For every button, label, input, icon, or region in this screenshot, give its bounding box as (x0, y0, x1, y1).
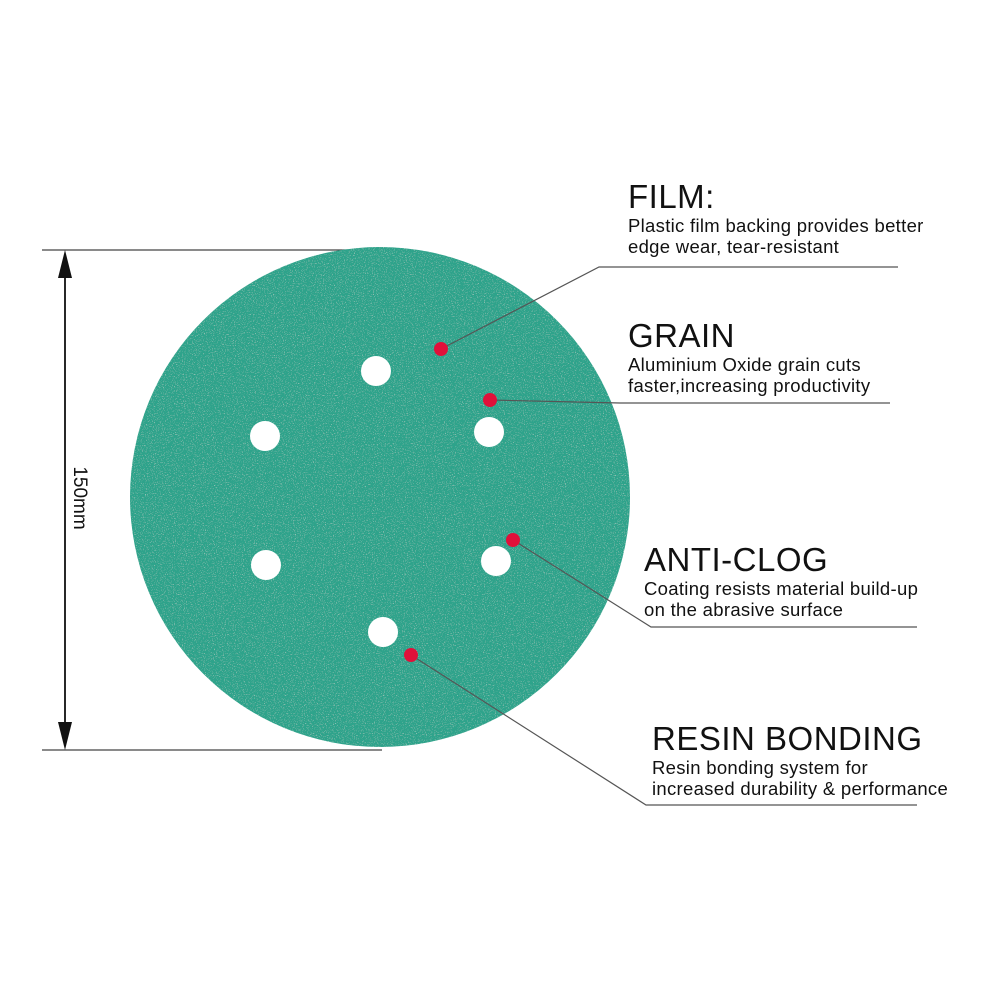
disc-hole (368, 617, 398, 647)
resin-marker (404, 648, 418, 662)
disc-hole (251, 550, 281, 580)
dimension-arrow-top-icon (58, 250, 72, 278)
callout-line: increased durability & performance (652, 778, 949, 799)
disc-hole (250, 421, 280, 451)
callout-line: faster,increasing productivity (628, 375, 871, 396)
callout-title: RESIN BONDING (652, 720, 923, 757)
resin-leader-line (410, 654, 917, 806)
disc-hole (474, 417, 504, 447)
callout-line: Plastic film backing provides better (628, 215, 924, 236)
callout-line: Aluminium Oxide grain cuts (628, 354, 861, 375)
callout-line: Resin bonding system for (652, 757, 868, 778)
disc-hole (481, 546, 511, 576)
callout-title: ANTI-CLOG (644, 541, 829, 578)
resin-callout: RESIN BONDING Resin bonding system for i… (652, 720, 949, 800)
anticlog-leader-line (512, 539, 917, 628)
anticlog-callout: ANTI-CLOG Coating resists material build… (644, 541, 919, 621)
grain-leader-line (489, 399, 890, 404)
callout-title: GRAIN (628, 317, 736, 354)
dimension-label: 150mm (69, 466, 90, 530)
disc-hole (361, 356, 391, 386)
callout-title: FILM: (628, 178, 715, 215)
callout-line: Coating resists material build-up (644, 578, 919, 599)
dimension-arrow-bottom-icon (58, 722, 72, 750)
sanding-disc (130, 247, 630, 747)
callout-line: edge wear, tear-resistant (628, 236, 840, 257)
grain-marker (483, 393, 497, 407)
film-leader-line (440, 266, 898, 350)
callout-line: on the abrasive surface (644, 599, 844, 620)
film-marker (434, 342, 448, 356)
anticlog-marker (506, 533, 520, 547)
grain-callout: GRAIN Aluminium Oxide grain cuts faster,… (628, 317, 871, 397)
film-callout: FILM: Plastic film backing provides bett… (628, 178, 924, 258)
